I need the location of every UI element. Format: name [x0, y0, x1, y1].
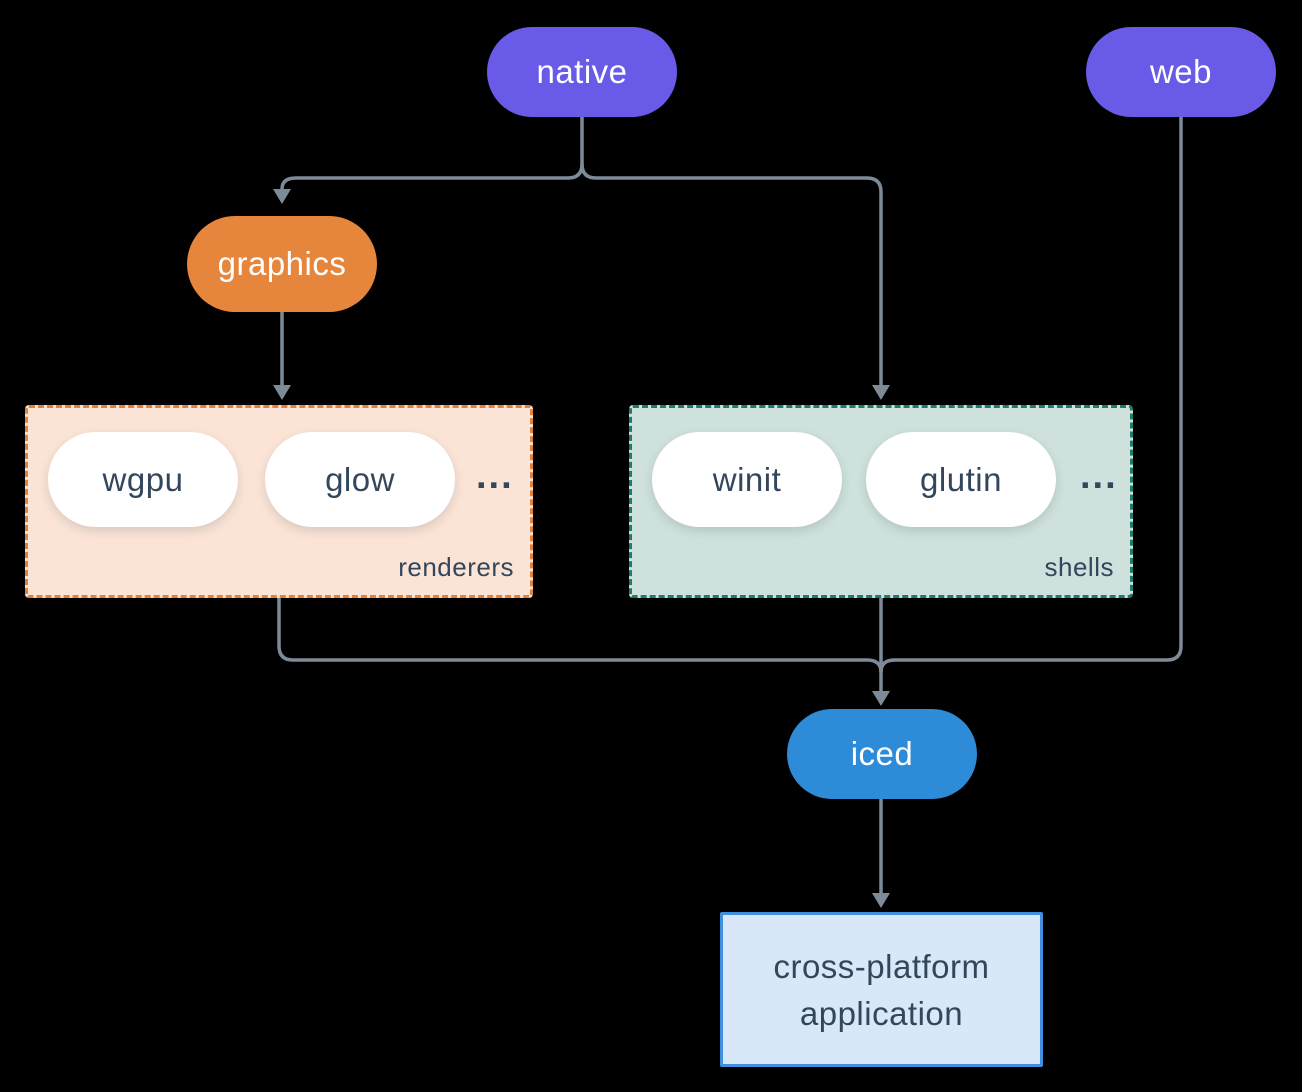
shells-group-label: shells — [1044, 552, 1114, 582]
node-glutin: glutin — [866, 432, 1056, 527]
node-iced: iced — [787, 709, 977, 799]
node-winit: winit — [652, 432, 842, 527]
shells-ellipsis: ... — [1080, 455, 1118, 497]
node-glow: glow — [265, 432, 455, 527]
node-wgpu: wgpu — [48, 432, 238, 527]
renderers-ellipsis: ... — [476, 455, 514, 497]
arrowhead-shells — [872, 385, 890, 400]
arrowhead-app — [872, 893, 890, 908]
arrowhead-iced — [872, 691, 890, 706]
node-web: web — [1086, 27, 1276, 117]
arrowhead-renderers — [273, 385, 291, 400]
node-graphics: graphics — [187, 216, 377, 312]
node-native: native — [487, 27, 677, 117]
group-renderers: wgpu glow ... renderers — [25, 405, 533, 598]
renderers-group-label: renderers — [398, 552, 514, 582]
edge-renderers-iced — [277, 598, 883, 673]
node-cross-platform-application: cross-platform application — [720, 912, 1043, 1067]
edge-native-graphics — [280, 117, 584, 190]
group-shells: winit glutin ... shells — [629, 405, 1133, 598]
arrowhead-graphics — [273, 189, 291, 204]
edge-native-shells — [580, 163, 883, 385]
